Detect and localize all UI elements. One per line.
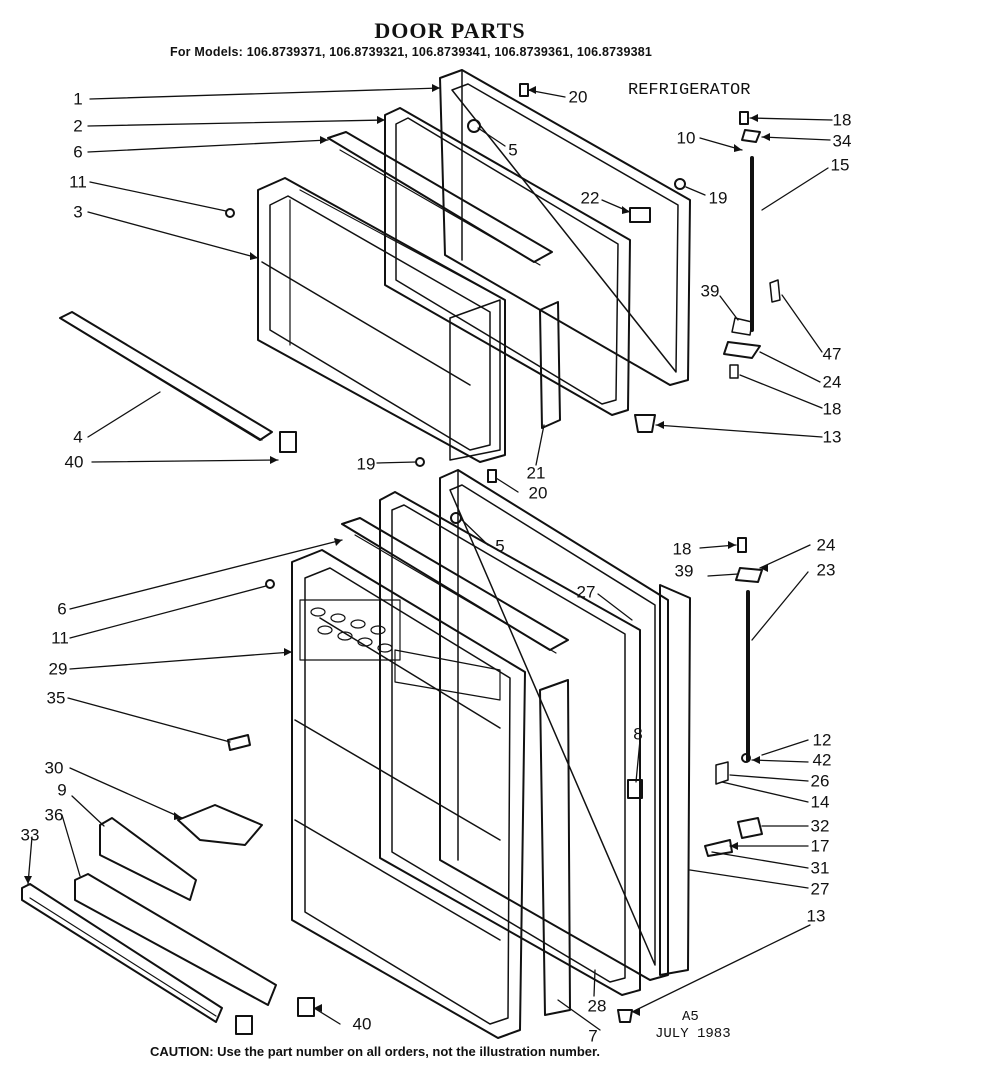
- callout-33: 33: [20, 825, 40, 845]
- callout-23: 23: [816, 560, 836, 580]
- screw-5-lower: [450, 512, 462, 524]
- door-shelf-bar-36: [74, 873, 277, 1006]
- fresh-food-outer-door: [439, 469, 669, 981]
- stamp-date: JULY 1983: [655, 1026, 731, 1042]
- callout-7: 7: [588, 1026, 598, 1046]
- callout-18: 18: [822, 399, 842, 419]
- callout-26: 26: [810, 771, 830, 791]
- callout-11: 11: [51, 628, 69, 648]
- callout-19: 19: [356, 454, 376, 474]
- freezer-outer-door: [439, 69, 691, 386]
- callout-13: 13: [806, 906, 826, 926]
- callout-39: 39: [700, 281, 720, 301]
- freezer-gasket: [384, 107, 631, 416]
- callout-20: 20: [568, 87, 588, 107]
- fresh-food-inner-liner: [291, 549, 526, 1039]
- callout-30: 30: [44, 758, 64, 778]
- plug-11-lower: [265, 579, 275, 589]
- freezer-cam: [279, 431, 297, 453]
- callout-42: 42: [812, 750, 832, 770]
- callout-20: 20: [528, 483, 548, 503]
- callout-15: 15: [830, 155, 850, 175]
- callout-17: 17: [810, 836, 830, 856]
- callout-35: 35: [46, 688, 66, 708]
- fresh-food-cam-right: [297, 997, 315, 1017]
- door-shelf-bar-33: [21, 883, 223, 1023]
- leader-lines: [27, 87, 833, 1031]
- fresh-food-gasket: [379, 491, 641, 996]
- callout-39: 39: [674, 561, 694, 581]
- callout-4: 4: [73, 427, 83, 447]
- callout-36: 36: [44, 805, 64, 825]
- callout-1: 1: [73, 89, 83, 109]
- freezer-shelf-bar: [59, 311, 273, 441]
- callout-28: 28: [587, 996, 607, 1016]
- callout-27: 27: [576, 582, 596, 602]
- callout-40: 40: [64, 452, 84, 472]
- callout-5: 5: [495, 536, 505, 556]
- freezer-inner-liner: [257, 177, 506, 463]
- freezer-breaker-strip: [327, 131, 553, 266]
- appliance-label: REFRIGERATOR: [628, 81, 751, 100]
- part-35: [227, 734, 251, 751]
- callout-8: 8: [633, 724, 643, 744]
- callout-24: 24: [822, 372, 842, 392]
- diagram-title: DOOR PARTS: [374, 18, 526, 43]
- screw-19-lower: [415, 457, 425, 467]
- callout-10: 10: [676, 128, 696, 148]
- freezer-side-strip: [539, 301, 561, 429]
- callout-9: 9: [57, 780, 67, 800]
- models-line: For Models: 106.8739371, 106.8739321, 10…: [170, 45, 653, 59]
- stamp-code: A5: [682, 1009, 699, 1025]
- callout-18: 18: [672, 539, 692, 559]
- callout-21: 21: [526, 463, 546, 483]
- callout-6: 6: [73, 142, 83, 162]
- caution-note: CAUTION: Use the part number on all orde…: [150, 1044, 600, 1059]
- callout-11: 11: [69, 172, 87, 192]
- fresh-food-cam-left: [235, 1015, 253, 1035]
- callout-24: 24: [816, 535, 836, 555]
- callout-14: 14: [810, 792, 830, 812]
- callout-19: 19: [708, 188, 728, 208]
- callout-31: 31: [810, 858, 830, 878]
- callout-18: 18: [832, 110, 852, 130]
- upper-hinge-assembly: [225, 83, 781, 433]
- callout-12: 12: [812, 730, 832, 750]
- callout-32: 32: [810, 816, 830, 836]
- arrow-heads: [24, 84, 770, 1016]
- callout-27: 27: [810, 879, 830, 899]
- egg-tray: [310, 607, 393, 653]
- callout-47: 47: [822, 344, 842, 364]
- callout-5: 5: [508, 140, 518, 160]
- fresh-food-side-strip: [539, 679, 571, 1016]
- callout-6: 6: [57, 599, 67, 619]
- callout-29: 29: [48, 659, 68, 679]
- callout-3: 3: [73, 202, 83, 222]
- callout-2: 2: [73, 116, 83, 136]
- screw-20-lower: [487, 469, 497, 483]
- door-shelf-bar-9: [99, 817, 197, 901]
- callout-34: 34: [832, 131, 852, 151]
- callout-40: 40: [352, 1014, 372, 1034]
- callout-22: 22: [580, 188, 600, 208]
- fresh-food-breaker-strip: [341, 517, 569, 654]
- butter-dish: [177, 804, 263, 846]
- callout-13: 13: [822, 427, 842, 447]
- lower-hinge-assembly: [617, 537, 763, 1023]
- side-trim-panel: [659, 584, 691, 976]
